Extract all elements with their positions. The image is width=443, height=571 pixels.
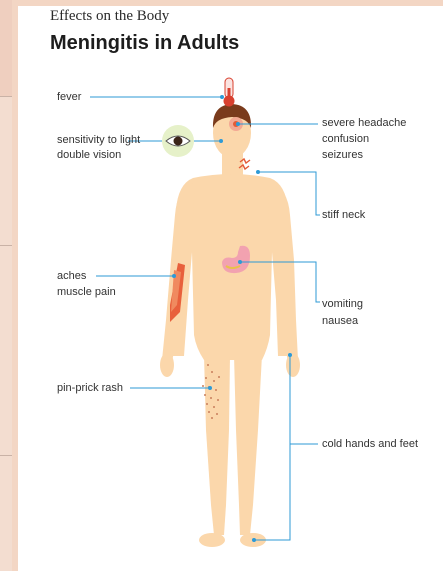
label-stiff-neck: stiff neck — [322, 208, 365, 223]
thermometer-icon — [224, 78, 235, 107]
label-cold-hands-and-feet: cold hands and feet — [322, 437, 418, 452]
label-double-vision: double vision — [57, 148, 121, 163]
label-nausea: nausea — [322, 314, 358, 329]
label-aches: aches — [57, 269, 86, 284]
label-vomiting: vomiting — [322, 297, 363, 312]
label-confusion: confusion — [322, 132, 369, 147]
label-severe-headache: severe headache — [322, 116, 406, 131]
label-sensitivity-to-light: sensitivity to light — [57, 133, 140, 148]
label-muscle-pain: muscle pain — [57, 285, 116, 300]
label-pin-prick-rash: pin-prick rash — [57, 381, 123, 396]
body-figure — [160, 108, 300, 547]
eye-icon — [162, 125, 194, 157]
label-fever: fever — [57, 90, 81, 105]
label-seizures: seizures — [322, 148, 363, 163]
